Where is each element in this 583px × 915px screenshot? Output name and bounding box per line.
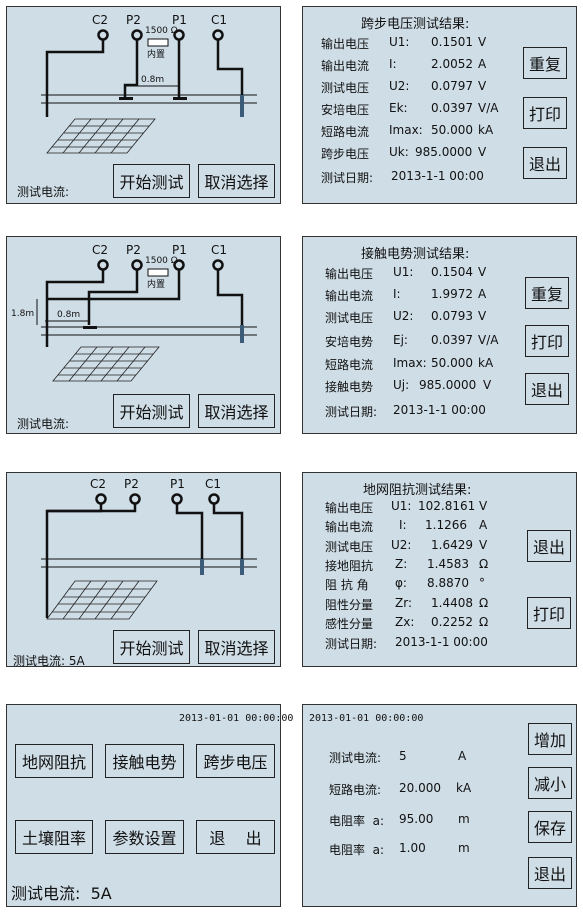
- exit-button[interactable]: 退 出: [196, 820, 275, 854]
- parameter-settings-button[interactable]: 参数设置: [105, 820, 184, 854]
- exit-button[interactable]: 退出: [528, 857, 572, 889]
- internal-label: 内置: [147, 50, 166, 60]
- repeat-button[interactable]: 重复: [525, 277, 569, 309]
- resistor-label: 1500 Ω: [145, 256, 178, 266]
- grid-impedance-button[interactable]: 地网阻抗: [15, 744, 93, 778]
- c1-label: C1: [205, 477, 222, 491]
- internal-label: 内置: [147, 280, 166, 290]
- print-button[interactable]: 打印: [523, 97, 567, 129]
- soil-resistivity-button[interactable]: 土壤阻率: [15, 820, 93, 854]
- resistor-label: 1500 Ω: [145, 26, 178, 36]
- result-title: 接触电势测试结果:: [361, 247, 470, 262]
- cancel-selection-button[interactable]: 取消选择: [198, 394, 275, 428]
- step-voltage-wiring-diagram: [41, 29, 257, 154]
- save-button[interactable]: 保存: [528, 811, 572, 843]
- p1-label: P1: [172, 243, 187, 257]
- distance-label: 0.8m: [141, 75, 165, 85]
- grid-impedance-wiring-diagram: [41, 493, 257, 620]
- p1-label: P1: [170, 477, 185, 491]
- print-button[interactable]: 打印: [527, 597, 571, 629]
- increase-button[interactable]: 增加: [528, 723, 572, 755]
- p2-label: P2: [126, 243, 141, 257]
- cancel-selection-button[interactable]: 取消选择: [198, 630, 275, 664]
- start-test-button[interactable]: 开始测试: [113, 164, 190, 198]
- height-label: 1.8m: [11, 309, 35, 319]
- test-current-label: 测试电流:: [17, 417, 70, 431]
- main-menu-panel: 2013-01-01 00:00:00 地网阻抗 接触电势 跨步电压 土壤阻率 …: [6, 704, 293, 907]
- test-current-label: 测试电流:: [17, 185, 70, 199]
- result-title: 跨步电压测试结果:: [361, 17, 470, 32]
- exit-button[interactable]: 退出: [527, 530, 571, 562]
- test-current-label: 测试电流: 5A: [11, 884, 112, 903]
- c2-label: C2: [92, 243, 109, 257]
- p2-label: P2: [124, 477, 139, 491]
- start-test-button[interactable]: 开始测试: [113, 394, 190, 428]
- c2-label: C2: [92, 13, 109, 27]
- c1-label: C1: [211, 13, 228, 27]
- c2-label: C2: [90, 477, 107, 491]
- step-voltage-diagram-panel: C2 P2 P1 C1 1500 Ω 内置 0.8m 开始测试 取消选择 测试电…: [6, 6, 281, 204]
- distance-label: 0.8m: [57, 310, 81, 320]
- p1-label: P1: [172, 13, 187, 27]
- print-button[interactable]: 打印: [525, 325, 569, 357]
- exit-button[interactable]: 退出: [523, 147, 567, 179]
- cancel-selection-button[interactable]: 取消选择: [198, 164, 275, 198]
- timestamp: 2013-01-01 00:00:00: [309, 713, 424, 724]
- contact-potential-wiring-diagram: [36, 259, 257, 382]
- grid-impedance-diagram-panel: C2 P2 P1 C1 开始测试 取消选择 测试电流: 5A: [6, 472, 281, 668]
- p2-label: P2: [126, 13, 141, 27]
- test-current-label: 测试电流: 5A: [13, 654, 85, 668]
- contact-potential-button[interactable]: 接触电势: [105, 744, 184, 778]
- start-test-button[interactable]: 开始测试: [113, 630, 190, 664]
- result-title: 地网阻抗测试结果:: [363, 483, 472, 498]
- contact-potential-diagram-panel: C2 P2 P1 C1 1500 Ω 内置 1.8m 0.8m 开始测试 取消选…: [6, 236, 281, 434]
- exit-button[interactable]: 退出: [525, 373, 569, 405]
- repeat-button[interactable]: 重复: [523, 47, 567, 79]
- timestamp: 2013-01-01 00:00:00: [179, 713, 294, 724]
- step-voltage-button[interactable]: 跨步电压: [196, 744, 275, 778]
- c1-label: C1: [211, 243, 228, 257]
- decrease-button[interactable]: 减小: [528, 767, 572, 799]
